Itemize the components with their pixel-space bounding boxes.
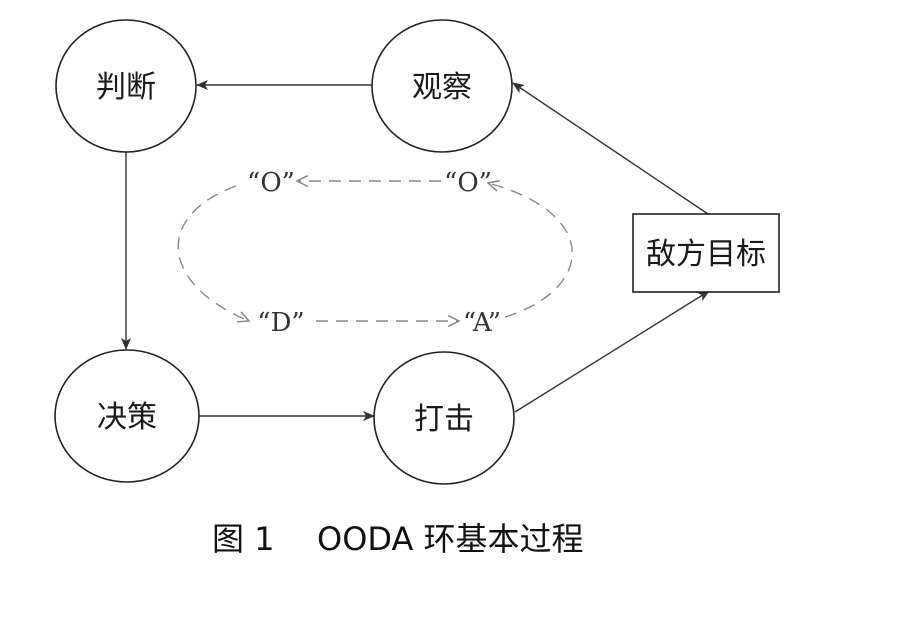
loop-label-o-right: “O” bbox=[444, 168, 492, 198]
node-judge-label: 判断 bbox=[96, 70, 156, 105]
node-enemy-target-label: 敌方目标 bbox=[646, 237, 766, 272]
node-enemy-target: 敌方目标 bbox=[632, 213, 780, 293]
loop-label-o-left: “O” bbox=[247, 168, 295, 198]
arrow-enemy-to-observe bbox=[512, 82, 709, 215]
dashed-a-to-o bbox=[488, 183, 573, 318]
node-decide: 决策 bbox=[54, 349, 200, 483]
figure-number: 图 1 bbox=[212, 520, 275, 558]
dashed-o-to-d bbox=[177, 185, 249, 321]
loop-label-a: “A” bbox=[463, 308, 501, 338]
node-strike-label: 打击 bbox=[414, 402, 474, 437]
node-decide-label: 决策 bbox=[97, 400, 157, 435]
node-observe-label: 观察 bbox=[412, 70, 472, 105]
figure-title: OODA 环基本过程 bbox=[317, 520, 584, 558]
node-observe: 观察 bbox=[371, 19, 513, 153]
loop-label-d: “D” bbox=[257, 308, 304, 338]
arrow-strike-to-enemy bbox=[514, 290, 710, 413]
node-strike: 打击 bbox=[373, 351, 515, 485]
node-judge: 判断 bbox=[55, 19, 197, 153]
